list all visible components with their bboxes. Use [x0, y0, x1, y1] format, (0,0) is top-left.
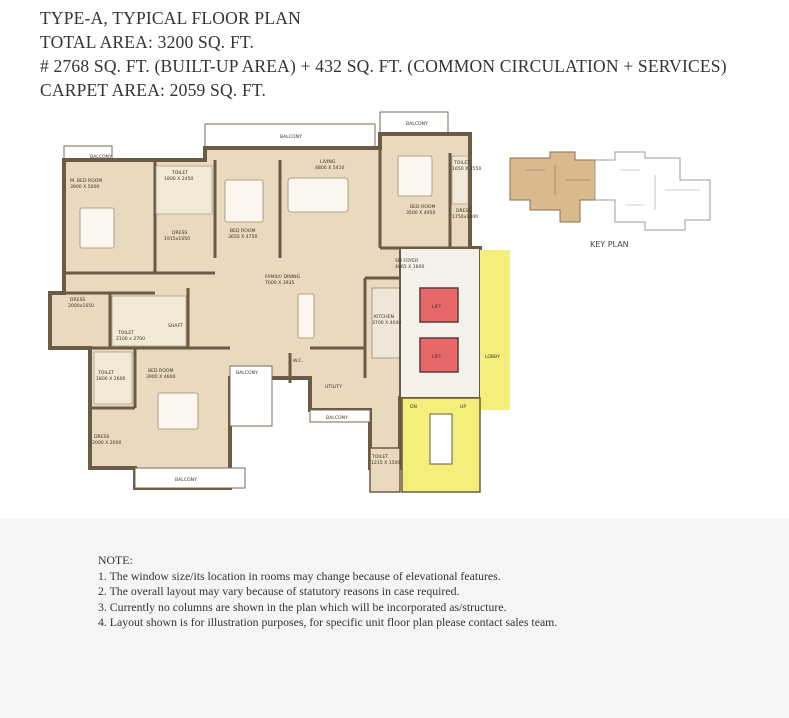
label-bedroom-2-size: 3650 X 4750 — [228, 234, 258, 240]
label-kitchen: KITCHEN — [374, 314, 394, 320]
label-lift-1: LIFT — [432, 304, 441, 310]
header: TYPE-A, TYPICAL FLOOR PLAN TOTAL AREA: 3… — [40, 6, 727, 102]
label-balcony-top-right: BALCONY — [406, 121, 428, 127]
key-plan-label: KEY PLAN — [590, 240, 629, 249]
label-lobby: LOBBY — [485, 354, 500, 360]
label-bedroom-4-size: 3900 X 4600 — [146, 374, 176, 380]
balcony-lower-slab — [229, 365, 273, 427]
notes-section: NOTE: 1. The window size/its location in… — [98, 553, 557, 631]
lift-1 — [419, 287, 459, 323]
label-balcony-lower: BALCONY — [236, 370, 258, 376]
balcony-top-slab — [204, 123, 376, 149]
label-dress-4-size: 2000 X 2000 — [92, 440, 122, 446]
label-toilet-3-size: 1650 X 2550 — [452, 166, 482, 172]
dining-table — [297, 293, 315, 339]
balcony-mid-slab — [309, 409, 371, 423]
balcony-bottom-slab — [134, 467, 246, 489]
label-utility: UTILITY — [325, 384, 342, 390]
label-toilet-5-size: 1215 X 1500 — [371, 460, 401, 466]
label-toilet-5: TOILET — [371, 454, 388, 460]
key-plan-highlighted-unit — [509, 151, 596, 223]
label-dress-1-size: 1915x1650 — [164, 236, 190, 242]
note-item: 4. Layout shown is for illustration purp… — [98, 615, 558, 630]
bed-master — [79, 207, 115, 249]
kitchen-counter — [371, 287, 403, 359]
notes-background — [0, 518, 789, 718]
service-core — [399, 247, 481, 399]
bed-bedroom-2 — [224, 179, 264, 223]
label-living-size: 4800 X 5410 — [315, 165, 345, 171]
carpet-area: CARPET AREA: 2059 SQ. FT. — [40, 80, 267, 100]
toilet-3-area — [451, 155, 469, 205]
area-breakdown: # 2768 SQ. FT. (BUILT-UP AREA) + 432 SQ.… — [40, 56, 727, 76]
key-plan-other-units — [594, 151, 711, 231]
label-bedroom-4: BED ROOM — [148, 368, 173, 374]
toilet-1-area — [155, 165, 213, 215]
label-balcony-mid: BALCONY — [326, 415, 348, 421]
note-item: 1. The window size/its location in rooms… — [98, 568, 501, 583]
label-toilet-2-size: 2100 x 2700 — [116, 336, 145, 342]
toilet-5-area — [369, 447, 401, 493]
label-dress-2-size: 2000x1650 — [68, 303, 94, 309]
furniture — [79, 155, 433, 430]
label-family-dining-size: 7000 X 3935 — [265, 280, 295, 286]
bed-bedroom-3 — [397, 155, 433, 197]
floor-plan-drawing: BALCONY BALCONY BALCONY M. BED ROOM 3900… — [48, 111, 510, 493]
label-shaft: SHAFT — [168, 323, 183, 329]
floor-plan: BALCONY BALCONY BALCONY M. BED ROOM 3900… — [40, 108, 520, 514]
notes-title: NOTE: — [98, 553, 133, 567]
label-m-bedroom-size: 3900 X 5000 — [70, 184, 100, 190]
label-bedroom-2: BED ROOM — [230, 228, 255, 234]
label-toilet-1-size: 1800 X 2450 — [164, 176, 194, 182]
label-toilet-4-size: 1800 X 2600 — [96, 376, 126, 382]
label-toilet-3: TOILET — [453, 160, 470, 166]
toilet-2-area — [111, 295, 187, 347]
label-dress-3-size: 1750x1800 — [452, 214, 478, 220]
note-item: 3. Currently no columns are shown in the… — [98, 599, 507, 614]
label-kitchen-size: 3700 X 4040 — [372, 320, 402, 326]
label-toilet-1: TOILET — [171, 170, 188, 176]
label-toilet-2: TOILET — [117, 330, 134, 336]
label-balcony-top: BALCONY — [280, 134, 302, 140]
bed-bedroom-4 — [157, 392, 199, 430]
key-plan-drawing: KEY PLAN — [509, 151, 711, 249]
key-plan: KEY PLAN — [505, 150, 725, 254]
label-bedroom-3-size: 3500 X 4950 — [406, 210, 436, 216]
label-sm-foyer: SM FOYER — [395, 258, 419, 264]
label-sm-foyer-size: 4065 X 1800 — [395, 264, 425, 270]
stair-well — [429, 413, 453, 465]
label-balcony-left: BALCONY — [90, 154, 112, 160]
sofa-set — [287, 177, 349, 213]
label-wc: W.C. — [293, 358, 303, 364]
label-balcony-bottom: BALCONY — [175, 477, 197, 483]
label-toilet-4: TOILET — [97, 370, 114, 376]
label-family-dining: FAMILY/ DINING — [265, 274, 301, 280]
label-dress-1: DRESS — [172, 230, 188, 236]
toilet-4-area — [93, 351, 133, 405]
label-dn: DN — [410, 404, 417, 410]
internal-walls — [64, 148, 470, 468]
total-area: TOTAL AREA: 3200 SQ. FT. — [40, 32, 255, 52]
label-dress-4: DRESS — [94, 434, 110, 440]
label-up: UP — [460, 404, 466, 410]
lobby-area — [480, 250, 510, 410]
label-bedroom-3: BED ROOM — [410, 204, 435, 210]
label-living: LIVING — [320, 159, 336, 165]
label-m-bedroom: M. BED ROOM — [70, 178, 102, 184]
label-dress-3: DRESS — [456, 208, 472, 214]
label-dress-2: DRESS — [70, 297, 86, 303]
note-item: 2. The overall layout may vary because o… — [98, 584, 460, 599]
lift-2 — [419, 337, 459, 373]
plan-title: TYPE-A, TYPICAL FLOOR PLAN — [40, 8, 301, 28]
label-lift-2: LIFT — [432, 354, 441, 360]
